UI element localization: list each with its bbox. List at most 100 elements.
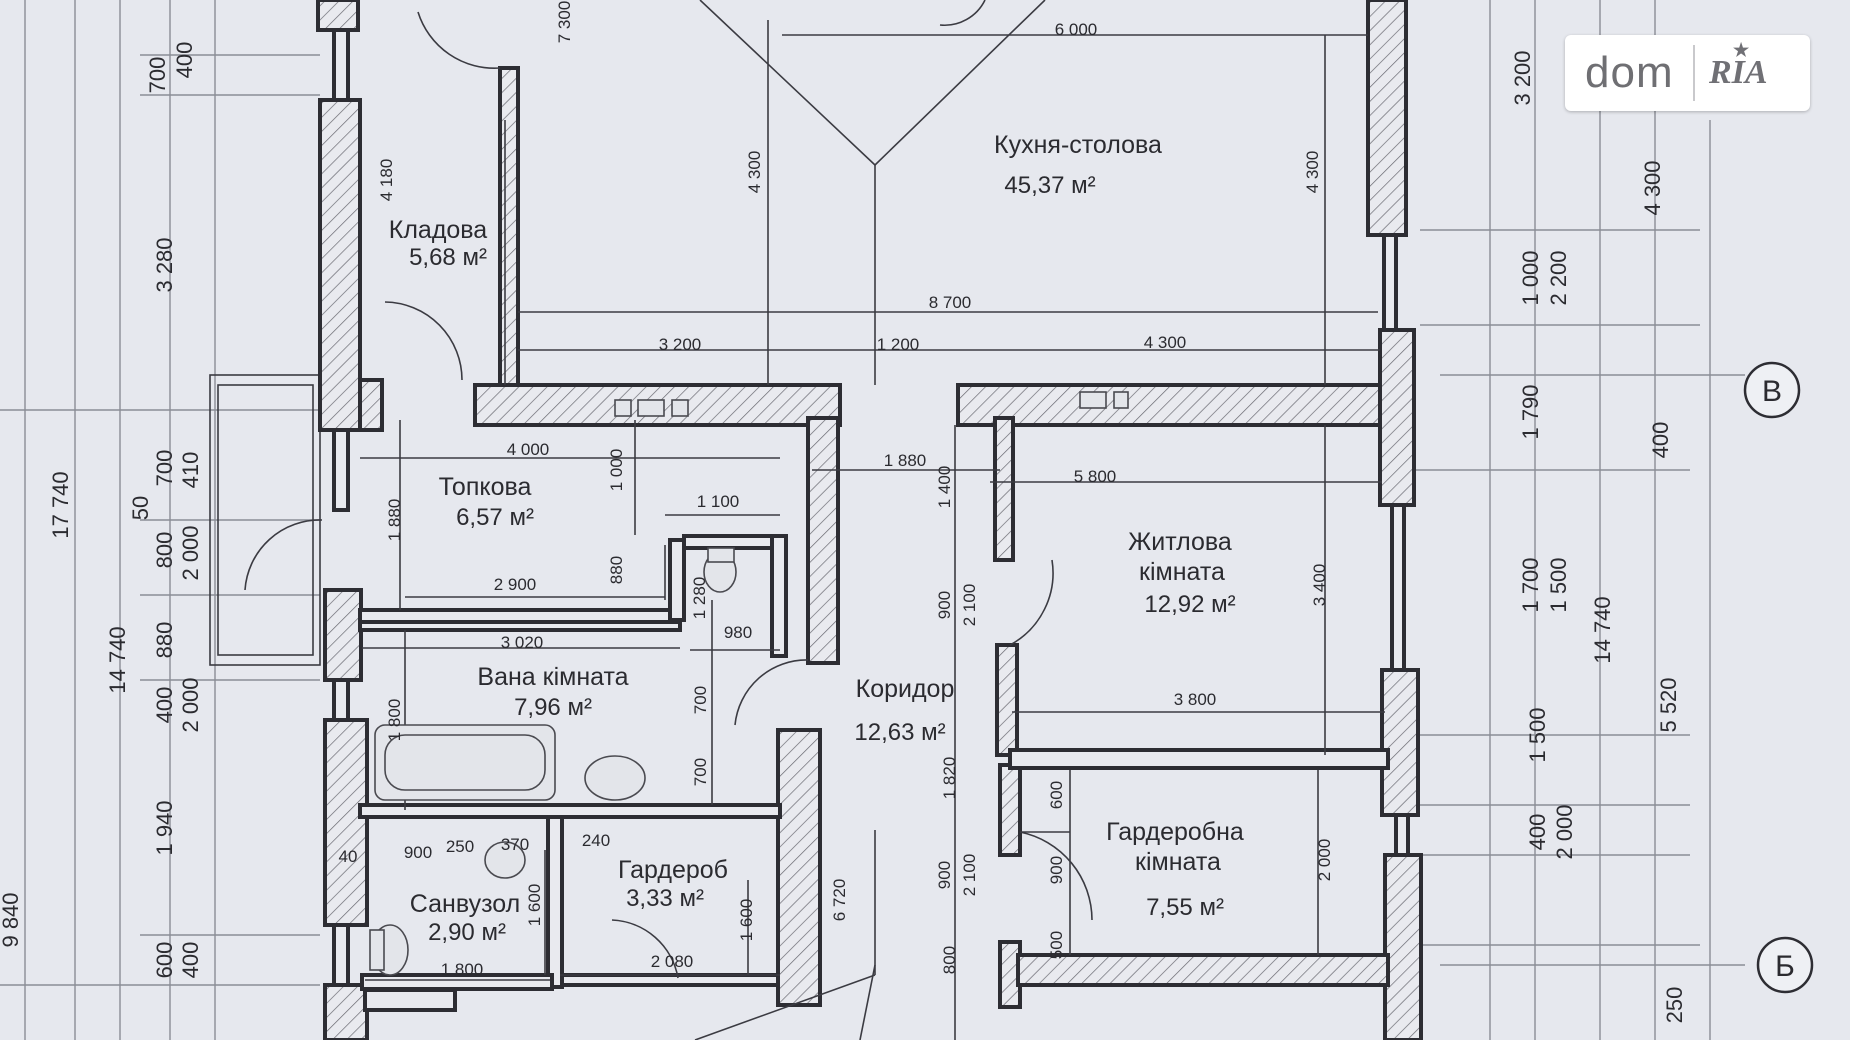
dim-v900c: 900	[1047, 856, 1066, 884]
dim-l2000b: 2 000	[178, 677, 203, 732]
dim-3200: 3 200	[659, 335, 702, 354]
star-icon: ★	[1733, 40, 1750, 60]
dim-v1280: 1 280	[690, 577, 709, 620]
dim-v900a: 900	[935, 591, 954, 619]
dim-4300a: 4 300	[1144, 333, 1187, 352]
dim-l800: 800	[152, 532, 177, 569]
dim-r1500a: 1 500	[1546, 557, 1571, 612]
dim-v4180: 4 180	[377, 159, 396, 202]
dim-40: 40	[339, 847, 358, 866]
dim-v2000: 2 000	[1315, 839, 1334, 882]
dim-l50: 50	[128, 496, 153, 520]
room-kladova-name: Кладова	[389, 216, 488, 244]
dim-6000: 6 000	[1055, 20, 1098, 39]
dim-l400c: 400	[178, 942, 203, 979]
dim-5800: 5 800	[1074, 467, 1117, 486]
axis-circle-b	[1756, 936, 1814, 994]
dim-v7300: 7 300	[555, 1, 574, 44]
dim-v1000: 1 000	[607, 449, 626, 492]
ceiling-lines	[694, 0, 1046, 1040]
dim-v1820: 1 820	[940, 757, 959, 800]
dim-v1600b: 1 600	[737, 899, 756, 942]
dim-l14740: 14 740	[105, 626, 130, 693]
dim-v880: 880	[607, 556, 626, 584]
room-dressing-name: Гардеробна	[1106, 818, 1244, 846]
dim-1880: 1 880	[884, 451, 927, 470]
dim-4000: 4 000	[507, 440, 550, 459]
dim-l700: 700	[145, 57, 170, 94]
vent-shaft	[614, 399, 632, 417]
dim-v600: 600	[1047, 781, 1066, 809]
dim-r1000: 1 000	[1518, 250, 1543, 305]
dim-v1600a: 1 600	[525, 884, 544, 927]
dim-v2100a: 2 100	[960, 584, 979, 627]
sink	[484, 841, 526, 879]
doors	[244, 0, 1093, 979]
room-kladova-area: 5,68 м²	[409, 244, 487, 271]
dim-r4300: 4 300	[1640, 160, 1665, 215]
dimension-grid	[0, 0, 1745, 1040]
room-labels: Кухня-столова 45,37 м² Кладова 5,68 м² Т…	[389, 131, 1244, 946]
dim-v3400: 3 400	[1310, 564, 1329, 607]
room-living-name: Житлова	[1128, 528, 1232, 556]
dimension-lines	[360, 20, 1385, 1040]
dim-250: 250	[446, 837, 474, 856]
dim-v6720: 6 720	[830, 879, 849, 922]
dim-v2100b: 2 100	[960, 854, 979, 897]
dim-v800: 800	[940, 946, 959, 974]
dim-240: 240	[582, 831, 610, 850]
dim-r1700: 1 700	[1518, 557, 1543, 612]
washbasin	[584, 755, 646, 801]
dim-370: 370	[501, 835, 529, 854]
dim-r2200: 2 200	[1546, 250, 1571, 305]
room-living-name2: кімната	[1139, 558, 1225, 586]
dim-980: 980	[724, 623, 752, 642]
dim-v700b: 700	[691, 758, 710, 786]
room-bath-area: 7,96 м²	[514, 694, 592, 721]
fixtures	[369, 391, 1129, 976]
dim-v1880: 1 880	[385, 499, 404, 542]
room-topkova-area: 6,57 м²	[456, 504, 534, 531]
dim-l600: 600	[152, 942, 177, 979]
room-corridor-name: Коридор	[856, 675, 955, 703]
dim-l1940: 1 940	[152, 800, 177, 855]
dim-r3200: 3 200	[1510, 50, 1535, 105]
dim-r1500b: 1 500	[1525, 707, 1550, 762]
dim-3020: 3 020	[501, 633, 544, 652]
dim-l700b: 700	[152, 450, 177, 487]
room-corridor-area: 12,63 м²	[854, 719, 945, 746]
dim-2080: 2 080	[651, 952, 694, 971]
dim-l3280: 3 280	[152, 237, 177, 292]
dim-l9840: 9 840	[0, 892, 23, 947]
room-kitchen-area: 45,37 м²	[1004, 172, 1095, 199]
logo-ria-text: RIA★	[1695, 40, 1768, 92]
room-dressing-name2: кімната	[1135, 848, 1221, 876]
room-wc-area: 2,90 м²	[428, 919, 506, 946]
dim-l17740: 17 740	[48, 471, 73, 538]
dim-2900: 2 900	[494, 575, 537, 594]
axis-markers: В Б	[1743, 361, 1814, 994]
dim-v500: 500	[1047, 931, 1066, 959]
dim-l2000a: 2 000	[178, 525, 203, 580]
dim-1800: 1 800	[441, 960, 484, 979]
dim-v4300b: 4 300	[1303, 151, 1322, 194]
dimension-labels: 6 000 8 700 3 200 1 200 4 300 4 000 1 88…	[0, 1, 1687, 1024]
room-living-area: 12,92 м²	[1144, 591, 1235, 618]
dim-r400a: 400	[1648, 422, 1673, 459]
logo-ria-label: RIA	[1709, 54, 1768, 91]
dim-l400a: 400	[172, 42, 197, 79]
dim-v1800: 1 800	[385, 699, 404, 742]
dim-r2000: 2 000	[1552, 804, 1577, 859]
dim-v4300a: 4 300	[745, 151, 764, 194]
dim-r250: 250	[1662, 987, 1687, 1024]
dim-r400b: 400	[1525, 814, 1550, 851]
room-kitchen-name: Кухня-столова	[994, 131, 1162, 159]
dim-v900b: 900	[935, 861, 954, 889]
dim-1200: 1 200	[877, 335, 920, 354]
room-wardrobe-name: Гардероб	[618, 856, 728, 884]
logo-dom-text: dom	[1585, 48, 1674, 97]
vent-shaft-2	[1079, 391, 1107, 409]
dim-v700a: 700	[691, 686, 710, 714]
dim-r1790: 1 790	[1518, 384, 1543, 439]
